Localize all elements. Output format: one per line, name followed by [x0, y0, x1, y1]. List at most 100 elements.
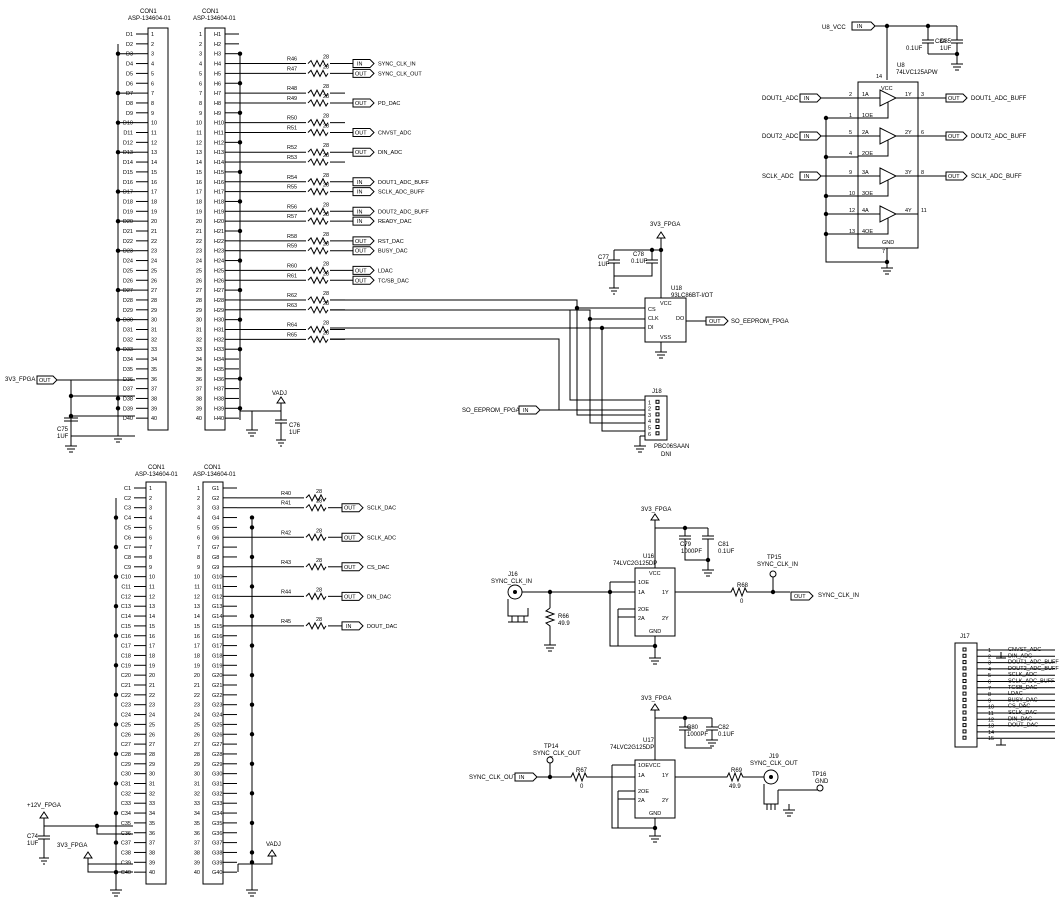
junction-dot	[113, 722, 119, 727]
gate-out-1Y: 1Y	[905, 92, 912, 98]
junction-dot	[237, 199, 243, 204]
j17-pin-7: 7	[988, 686, 991, 692]
pin-label-H4: H4	[214, 62, 221, 68]
pin-label-H38: H38	[214, 396, 224, 402]
j18-pin-3: 3	[648, 413, 651, 419]
pin-num-H40: 40	[196, 416, 202, 422]
res-val-R59: 28	[323, 242, 329, 248]
pin-label-G22: G22	[212, 693, 222, 699]
res-ref-R55: R55	[287, 185, 297, 191]
tp15-ref: TP15	[767, 555, 782, 561]
pin-label-C7: C7	[124, 545, 131, 551]
pin-num-C15: 15	[149, 624, 155, 630]
pin-label-C6: C6	[124, 535, 131, 541]
pin-label-H8: H8	[214, 101, 221, 107]
u17-gnd: GND	[649, 811, 661, 817]
u8-ref: U8	[897, 63, 905, 69]
g-ground-rail	[246, 520, 258, 897]
c74-val: 1UF	[27, 841, 39, 847]
so-in-flag	[518, 405, 541, 415]
j17-pad-13	[962, 723, 967, 728]
pin-num-C3: 3	[149, 506, 152, 512]
pin-label-H40: H40	[214, 416, 224, 422]
u16-1oe: 1OE	[638, 580, 649, 586]
svg-text:OUT: OUT	[948, 96, 960, 102]
pin-num-H13: 13	[196, 150, 202, 156]
svg-text:IN: IN	[357, 209, 363, 215]
pin-num-G28: 28	[194, 752, 200, 758]
resistor-R50	[307, 118, 329, 127]
resistor-R41	[305, 503, 327, 512]
pin-label-G14: G14	[212, 614, 222, 620]
pin-num-D12: 12	[151, 140, 157, 146]
pin-num-G21: 21	[194, 683, 200, 689]
h-flag-4: IN	[352, 59, 375, 69]
pin-num-H28: 28	[196, 298, 202, 304]
resistor-R49	[307, 98, 329, 108]
pin-label-D20: D20	[123, 219, 133, 225]
pin-label-C36: C36	[121, 831, 131, 837]
net-label-CS_DAC: CS_DAC	[367, 565, 389, 571]
pin-num-D17: 17	[151, 190, 157, 196]
junction-dot	[113, 663, 119, 668]
tp15-label: SYNC_CLK_IN	[757, 562, 798, 568]
pin-num-H8: 8	[199, 101, 202, 107]
pin-num-G6: 6	[197, 535, 200, 541]
pin-label-G19: G19	[212, 663, 222, 669]
u8-out-net-1: DOUT1_ADC_BUFF	[971, 96, 1027, 102]
pin-num-C27: 27	[149, 742, 155, 748]
res-val-R42: 28	[316, 528, 322, 534]
junction-dot	[823, 193, 829, 199]
gate-pin-oe-13: 13	[849, 229, 855, 235]
pin-label-D22: D22	[123, 239, 133, 245]
svg-text:OUT: OUT	[355, 249, 367, 255]
pin-num-D26: 26	[151, 278, 157, 284]
svg-text:IN: IN	[346, 624, 352, 630]
g-flag-6: OUT	[341, 532, 364, 542]
j17-pad-12	[962, 716, 967, 721]
pin-label-G39: G39	[212, 860, 222, 866]
pin-label-H1: H1	[214, 32, 221, 38]
res-val-R49: 28	[323, 94, 329, 100]
pin-num-H11: 11	[196, 131, 202, 137]
u8-p7: 7	[882, 249, 885, 255]
c82-val: 0.1UF	[718, 732, 735, 738]
j17-net-5: SCLK_ADC	[1008, 672, 1037, 678]
gate-out-3Y: 3Y	[905, 170, 912, 176]
resistor-R53	[307, 157, 329, 167]
v3-out-flag	[36, 375, 58, 385]
j18-pad-1	[655, 399, 660, 404]
res-val-R50: 28	[323, 114, 329, 120]
svg-text:IN: IN	[804, 134, 810, 140]
pin-num-H31: 31	[196, 328, 202, 334]
junction-dot	[115, 287, 121, 293]
pin-num-C38: 38	[149, 850, 155, 856]
pin-num-H9: 9	[199, 111, 202, 117]
pin-label-D18: D18	[123, 199, 133, 205]
pin-num-G12: 12	[194, 594, 200, 600]
pin-num-C14: 14	[149, 614, 155, 620]
pin-num-H12: 12	[196, 140, 202, 146]
pin-num-C28: 28	[149, 752, 155, 758]
j17-pad-3	[962, 660, 967, 665]
pin-label-H24: H24	[214, 259, 224, 265]
j17-ref: J17	[960, 634, 970, 640]
net-label-LDAC: LDAC	[378, 268, 393, 274]
pin-num-H37: 37	[196, 387, 202, 393]
junction-dot	[249, 850, 255, 855]
pin-label-C2: C2	[124, 496, 131, 502]
j17-net-10: CS_DAC	[1008, 704, 1030, 710]
pin-num-C11: 11	[149, 585, 155, 591]
u8-vcc: VCC	[881, 86, 893, 92]
g-flag-3: OUT	[341, 503, 364, 513]
pin-label-G37: G37	[212, 841, 222, 847]
pin-num-D13: 13	[151, 150, 157, 156]
pin-num-H17: 17	[196, 190, 202, 196]
j17-pin-4: 4	[988, 667, 991, 673]
pin-num-G4: 4	[197, 516, 200, 522]
pin-label-D25: D25	[123, 268, 133, 274]
pin-label-C10: C10	[121, 575, 131, 581]
u8-in-flag-2: IN	[799, 131, 822, 141]
j18-pad-4	[655, 418, 660, 423]
pin-num-C34: 34	[149, 811, 155, 817]
